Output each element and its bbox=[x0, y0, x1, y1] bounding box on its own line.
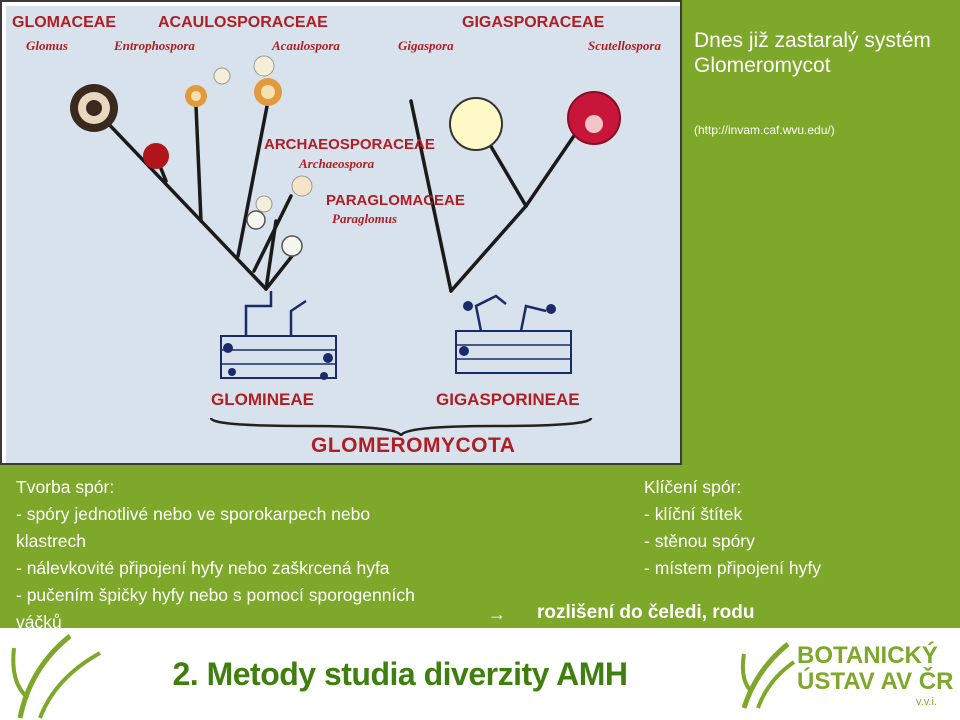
glomineae-root-drawing bbox=[220, 291, 337, 380]
side-caption-url: (http://invam.caf.wvu.edu/) bbox=[694, 123, 835, 137]
gigasporineae-root-drawing bbox=[455, 294, 572, 374]
phylogeny-tree-drawing bbox=[70, 55, 621, 437]
kliceni-line-3: - místem připojení hyfy bbox=[644, 558, 821, 578]
tvorba-line-4: - pučením špičky hyfy nebo s pomocí spor… bbox=[16, 585, 415, 605]
kliceni-heading: Klíčení spór: bbox=[644, 477, 742, 497]
label-acaulospora: Acaulospora bbox=[272, 38, 340, 53]
tvorba-line-5: váčků bbox=[16, 612, 62, 628]
label-archaeosporaceae: ARCHAEOSPORACEAE bbox=[264, 136, 435, 153]
label-gigasporineae: GIGASPORINEAE bbox=[436, 390, 580, 409]
kliceni-line-2: - stěnou spóry bbox=[644, 531, 755, 551]
botanicky-ustav-logo-icon bbox=[740, 642, 796, 709]
footer-title: 2. Metody studia diverzity AMH bbox=[172, 656, 629, 692]
label-glomeromycota: GLOMEROMYCOTA bbox=[311, 434, 516, 457]
conclusion-text: rozlišení do čeledi, rodu bbox=[537, 602, 755, 623]
tvorba-line-3: - nálevkovité připojení hyfy nebo zaškrc… bbox=[16, 558, 390, 578]
label-scutellospora: Scutellospora bbox=[588, 38, 661, 53]
label-acaulosporaceae: ACAULOSPORACEAE bbox=[158, 14, 328, 31]
label-glomus: Glomus bbox=[26, 38, 68, 53]
label-gigasporaceae: GIGASPORACEAE bbox=[462, 14, 605, 31]
logo-text-line-3: v.v.i. bbox=[916, 696, 937, 708]
tvorba-line-2: klastrech bbox=[16, 531, 87, 551]
label-gigaspora: Gigaspora bbox=[398, 38, 454, 53]
glomus-spore-icon bbox=[143, 143, 169, 169]
tvorba-line-1: - spóry jednotlivé nebo ve sporokarpech … bbox=[16, 504, 371, 524]
logo-text-line-2: ÚSTAV AV ČR bbox=[797, 668, 954, 695]
phylogeny-figure: GLOMACEAE ACAULOSPORACEAE GIGASPORACEAE … bbox=[0, 0, 682, 465]
label-entrophospora: Entrophospora bbox=[114, 38, 195, 53]
label-archaeospora: Archaeospora bbox=[299, 156, 375, 171]
label-paraglomus: Paraglomus bbox=[332, 211, 398, 226]
label-paraglomaceae: PARAGLOMACEAE bbox=[326, 192, 465, 209]
label-glomineae: GLOMINEAE bbox=[211, 390, 314, 409]
side-caption-title: Dnes již zastaralý systém Glomeromycot bbox=[694, 29, 931, 77]
tvorba-heading: Tvorba spór: bbox=[16, 477, 115, 497]
arrow-icon: → bbox=[488, 604, 506, 624]
archaeospora-spore-icon bbox=[291, 175, 313, 197]
logo-text-line-1: BOTANICKÝ bbox=[797, 642, 938, 669]
leaf-decoration-icon bbox=[11, 634, 101, 719]
figure-panel: GLOMACEAE ACAULOSPORACEAE GIGASPORACEAE … bbox=[6, 6, 680, 463]
grouping-brace bbox=[209, 417, 593, 437]
kliceni-line-1: - klíční štítek bbox=[644, 504, 743, 524]
paraglomus-spore-icon bbox=[281, 235, 303, 257]
gigaspora-spore-icon bbox=[449, 97, 503, 151]
label-glomaceae: GLOMACEAE bbox=[12, 14, 116, 31]
